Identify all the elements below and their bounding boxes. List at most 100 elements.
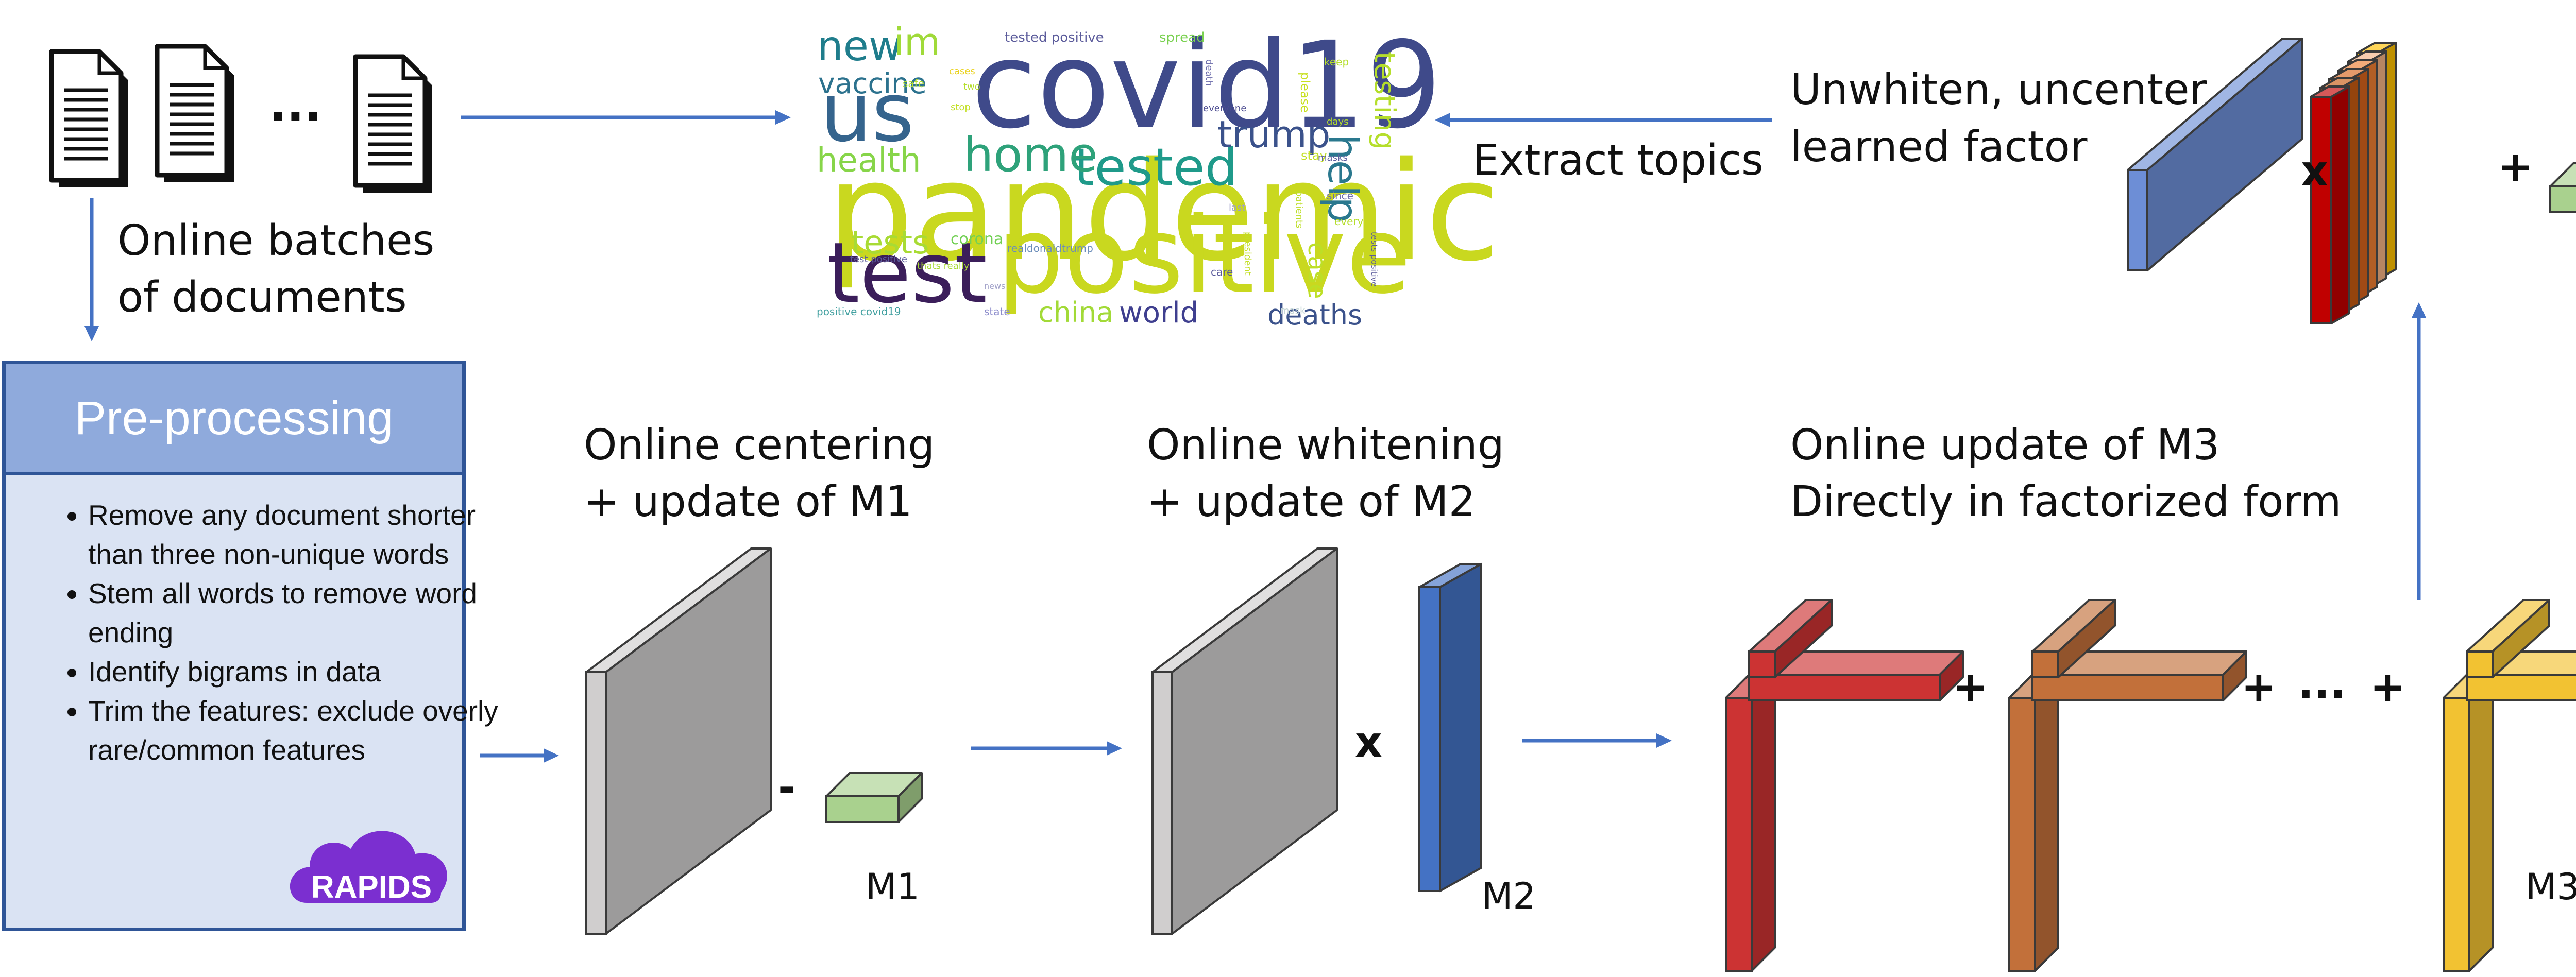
rank-one-term-yellow bbox=[2443, 599, 2576, 972]
wordcloud-word: home bbox=[963, 127, 1098, 182]
l-horizontal-bar bbox=[2031, 650, 2247, 701]
flow-arrows bbox=[84, 110, 2426, 763]
batches-label-line2: of documents bbox=[117, 273, 407, 322]
wordcloud-word: realdonaldtrump bbox=[1007, 242, 1093, 254]
m1-label: M1 bbox=[866, 866, 920, 908]
arrow bbox=[1522, 733, 1672, 748]
arrow-head bbox=[1656, 733, 1672, 748]
preprocessing-title: Pre-processing bbox=[6, 364, 462, 475]
wordcloud-word: death bbox=[1204, 59, 1214, 86]
wordcloud-word: thats really bbox=[917, 261, 970, 271]
centering-label-line1: Online centering bbox=[584, 421, 935, 470]
arrow-head bbox=[84, 326, 99, 341]
plus-operator: + bbox=[2370, 663, 2405, 712]
wordcloud-word: mask bbox=[1280, 305, 1306, 316]
wordcloud-word: world bbox=[1119, 296, 1199, 330]
l-depth-bar bbox=[2031, 599, 2116, 678]
wordcloud-word: tests bbox=[851, 224, 929, 261]
wordcloud-word: days bbox=[1327, 116, 1349, 127]
top-times-operator: x bbox=[2301, 147, 2328, 196]
learned-factor-stack bbox=[2310, 42, 2397, 324]
green-vector-bar bbox=[825, 772, 923, 823]
wordcloud-word: vaccine bbox=[818, 67, 927, 100]
arrow-head bbox=[1435, 113, 1450, 127]
wordcloud-word: test bbox=[827, 225, 988, 322]
factor-layer bbox=[2310, 85, 2350, 324]
cuboid-side-face bbox=[2034, 674, 2059, 972]
m1-vector bbox=[825, 772, 923, 823]
document-icon bbox=[155, 44, 234, 182]
plus-operator: + bbox=[2241, 663, 2277, 712]
blue-vector-bar bbox=[1418, 563, 1482, 892]
l-horizontal-bar bbox=[1748, 650, 1964, 701]
m2-label: M2 bbox=[1482, 875, 1536, 917]
wordcloud-word: trump bbox=[1217, 113, 1331, 156]
gray-matrix-slab bbox=[1151, 547, 1338, 935]
m3-update-label-line1: Online update of M3 bbox=[1790, 421, 2220, 470]
cuboid-front-face bbox=[1418, 586, 1441, 892]
cuboid-front-face bbox=[585, 671, 607, 935]
cuboid-side-face bbox=[2330, 85, 2350, 324]
l-depth-bar bbox=[1748, 599, 1833, 678]
top-plus-operator: + bbox=[2498, 143, 2533, 192]
wordcloud-word: since bbox=[1327, 190, 1353, 202]
cuboid-front-face bbox=[1151, 671, 1173, 935]
wordcloud-word: every bbox=[1334, 215, 1364, 228]
preprocessing-list: Remove any document shorter than three n… bbox=[31, 495, 511, 769]
cuboid-front-face bbox=[2008, 697, 2036, 972]
list-item: Stem all words to remove word ending bbox=[88, 574, 511, 652]
ellipsis-operator: ... bbox=[2298, 659, 2346, 708]
wordcloud-word: testing bbox=[1368, 52, 1401, 150]
wordcloud-word: us bbox=[820, 65, 914, 160]
cuboid-front-face bbox=[1725, 697, 1753, 972]
cuboid-front-face bbox=[2443, 697, 2470, 972]
wordcloud-word: please bbox=[1298, 72, 1312, 113]
document-icon bbox=[353, 54, 432, 193]
wordcloud-word: tested positive bbox=[1005, 30, 1104, 45]
wordcloud-word: new bbox=[817, 22, 903, 70]
rapids-logo: RAPIDS bbox=[290, 831, 447, 905]
wordcloud-word: im bbox=[894, 20, 941, 63]
rank-one-term-orange bbox=[2008, 599, 2247, 972]
wordcloud-word: health bbox=[817, 142, 921, 180]
document-page bbox=[353, 54, 428, 188]
wordcloud-word: masks bbox=[1318, 152, 1348, 163]
cuboid-front-face bbox=[2466, 650, 2494, 678]
document-fold bbox=[97, 52, 121, 75]
cuboid-front-face bbox=[825, 795, 900, 823]
unwhiten-label-line2: learned factor bbox=[1790, 123, 2088, 172]
cuboid-side-face bbox=[1439, 563, 1482, 892]
wordcloud-word: patients bbox=[1294, 191, 1304, 229]
arrow bbox=[461, 110, 791, 125]
wordcloud-word: help bbox=[1319, 134, 1367, 223]
list-item: Identify bigrams in data bbox=[88, 652, 511, 691]
wordcloud-word: cases bbox=[949, 66, 975, 77]
l-vertical-bar bbox=[2443, 674, 2494, 972]
arrow bbox=[480, 748, 559, 763]
rank-one-term-red bbox=[1725, 599, 1964, 972]
cuboid-front-face bbox=[1748, 650, 1776, 678]
arrow bbox=[84, 198, 99, 341]
wordcloud-word: stay bbox=[1301, 148, 1327, 163]
wordcloud-word: news bbox=[984, 281, 1006, 291]
green-vector-bar bbox=[2549, 162, 2576, 213]
arrow bbox=[1435, 113, 1772, 127]
l-vertical-bar bbox=[2008, 674, 2059, 972]
unwhiten-matrix bbox=[2127, 38, 2303, 271]
wordcloud-word: everyone bbox=[1203, 103, 1247, 114]
gray-matrix-slab bbox=[585, 547, 772, 935]
whitening-label-line2: + update of M2 bbox=[1147, 477, 1476, 526]
wordcloud-word: positive covid19 bbox=[817, 305, 901, 318]
cuboid-front-face bbox=[2549, 185, 2576, 213]
l-vertical-bar bbox=[1725, 674, 1776, 972]
times-operator: x bbox=[1355, 718, 1382, 767]
wordcloud-word: corona bbox=[951, 230, 1004, 248]
arrow-head bbox=[2412, 302, 2426, 318]
wordcloud-word: pandemic bbox=[827, 133, 1501, 292]
cuboid-top-face bbox=[2549, 162, 2576, 187]
wordcloud-word: test positive bbox=[850, 254, 907, 265]
document-fold bbox=[401, 57, 425, 80]
arrow-head bbox=[775, 110, 791, 125]
